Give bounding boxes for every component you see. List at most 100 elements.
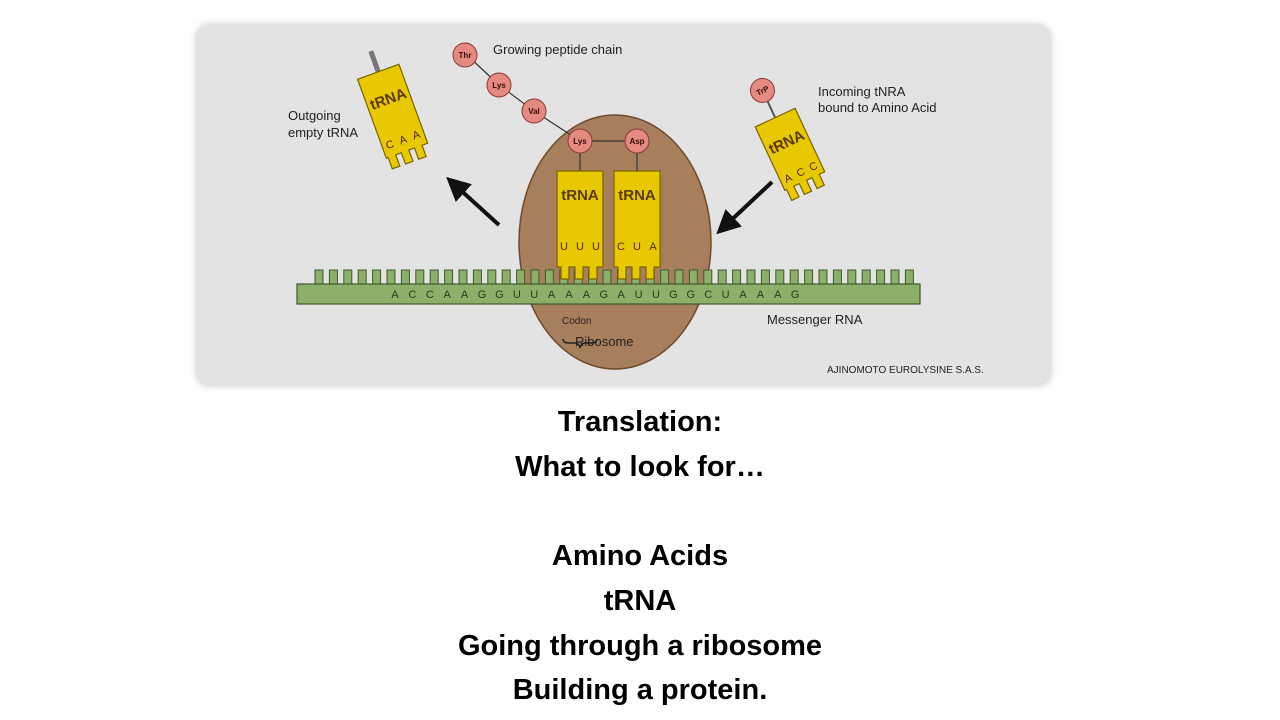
mrna-base: C: [704, 289, 712, 301]
amino-acid-lys-bound: [567, 128, 593, 154]
mrna-tooth: [343, 269, 353, 286]
mrna-tooth: [688, 269, 698, 286]
anticodon-right-2: U: [633, 241, 641, 253]
anticodon-outgoing-1: C: [384, 138, 396, 152]
amino-acid-asp-label: Asp: [629, 137, 644, 146]
amino-acid-lys-chain: [486, 72, 512, 98]
mrna-base: U: [652, 289, 660, 301]
outgoing-label-line2: empty tRNA: [288, 125, 358, 140]
slide-caption: Translation: What to look for… Amino Aci…: [0, 400, 1280, 713]
incoming-arrow: [716, 180, 774, 235]
mrna-base: A: [757, 289, 765, 301]
amino-acid-thr: [452, 42, 478, 68]
ribosome-label: Ribosome: [575, 334, 634, 349]
mrna-tooth: [516, 269, 526, 286]
mrna-tooth: [472, 269, 482, 286]
outgoing-arrow: [446, 176, 501, 227]
mrna-tooth: [444, 269, 454, 286]
mrna-tooth: [386, 269, 396, 286]
trna-left-label: tRNA: [561, 187, 599, 204]
amino-acid-trp: [749, 77, 775, 103]
growing-peptide-chain: Thr Lys Val: [452, 42, 637, 142]
incoming-label-line2: bound to Amino Acid: [818, 100, 937, 115]
anticodon-outgoing-2: A: [398, 133, 410, 147]
amino-acid-lys-bound-label: Lys: [573, 137, 587, 146]
anticodon-left-2: U: [576, 241, 584, 253]
caption-title: Translation:: [557, 406, 723, 438]
mrna-tooth: [314, 269, 324, 286]
mrna-base: U: [530, 289, 538, 301]
mrna-tooth: [904, 269, 914, 286]
mrna-base: C: [408, 289, 416, 301]
mrna-base: G: [600, 289, 609, 301]
mrna-base: G: [478, 289, 487, 301]
mrna-base: G: [669, 289, 678, 301]
mrna-tooth: [544, 269, 554, 286]
mrna-tooth: [890, 269, 900, 286]
mrna-tooth: [818, 269, 828, 286]
caption-item-ribosome: Going through a ribosome: [457, 629, 823, 662]
mrna-base: A: [461, 289, 469, 301]
amino-acid-val: [521, 98, 547, 124]
mrna-base: G: [791, 289, 800, 301]
mrna-base: U: [722, 289, 730, 301]
mrna-label: Messenger RNA: [767, 312, 863, 327]
caption-item-amino-acids: Amino Acids: [551, 540, 729, 573]
mrna-tooth: [602, 269, 612, 286]
mrna-tooth: [530, 269, 540, 286]
mrna-base: U: [513, 289, 521, 301]
trna-left: Lys tRNA U U U: [556, 128, 604, 280]
anticodon-right-1: C: [617, 241, 625, 253]
mrna-tooth: [847, 269, 857, 286]
mrna-tooth: [876, 269, 886, 286]
codon-label: Codon: [562, 316, 591, 327]
mrna-tooth: [789, 269, 799, 286]
mrna-tooth: [775, 269, 785, 286]
mrna-base: A: [739, 289, 747, 301]
outgoing-label-line1: Outgoing: [288, 108, 341, 123]
caption-subtitle: What to look for…: [515, 450, 765, 483]
mrna-base: U: [635, 289, 643, 301]
amino-acid-lys-chain-label: Lys: [492, 81, 506, 90]
mrna-base: A: [583, 289, 591, 301]
mrna-base: A: [391, 289, 399, 301]
mrna-base: A: [565, 289, 573, 301]
mrna-tooth: [357, 269, 367, 286]
caption-item-trna: tRNA: [603, 584, 677, 617]
mrna-base: G: [687, 289, 696, 301]
trna-right-label: tRNA: [618, 187, 656, 204]
codon-brace: [562, 338, 598, 349]
mrna-tooth: [400, 269, 410, 286]
trna-outgoing: tRNA C A A: [356, 50, 429, 170]
mrna-tooth: [674, 269, 684, 286]
mrna-tooth: [746, 269, 756, 286]
caption-item-protein: Building a protein.: [512, 674, 768, 707]
amino-acid-thr-label: Thr: [459, 51, 472, 60]
amino-acid-asp: [624, 128, 650, 154]
mrna-tooth: [429, 269, 439, 286]
anticodon-outgoing-3: A: [411, 128, 423, 142]
mrna-tooth: [717, 269, 727, 286]
mrna-base: A: [774, 289, 782, 301]
trna-right: Asp tRNA C U A: [613, 128, 661, 280]
mrna-tooth: [760, 269, 770, 286]
mrna-tooth: [861, 269, 871, 286]
mrna-base: G: [495, 289, 504, 301]
mrna-base: A: [618, 289, 626, 301]
mrna-tooth: [501, 269, 511, 286]
mrna-base: A: [548, 289, 556, 301]
growing-chain-label: Growing peptide chain: [493, 42, 622, 57]
mrna-tooth: [487, 269, 497, 286]
mrna-tooth: [703, 269, 713, 286]
incoming-label-line1: Incoming tNRA: [818, 84, 906, 99]
anticodon-right-3: A: [649, 241, 657, 253]
mrna-tooth: [660, 269, 670, 286]
anticodon-left-1: U: [560, 241, 568, 253]
mrna-base: C: [426, 289, 434, 301]
mrna-tooth: [458, 269, 468, 286]
mrna-tooth: [832, 269, 842, 286]
mrna-tooth: [328, 269, 338, 286]
